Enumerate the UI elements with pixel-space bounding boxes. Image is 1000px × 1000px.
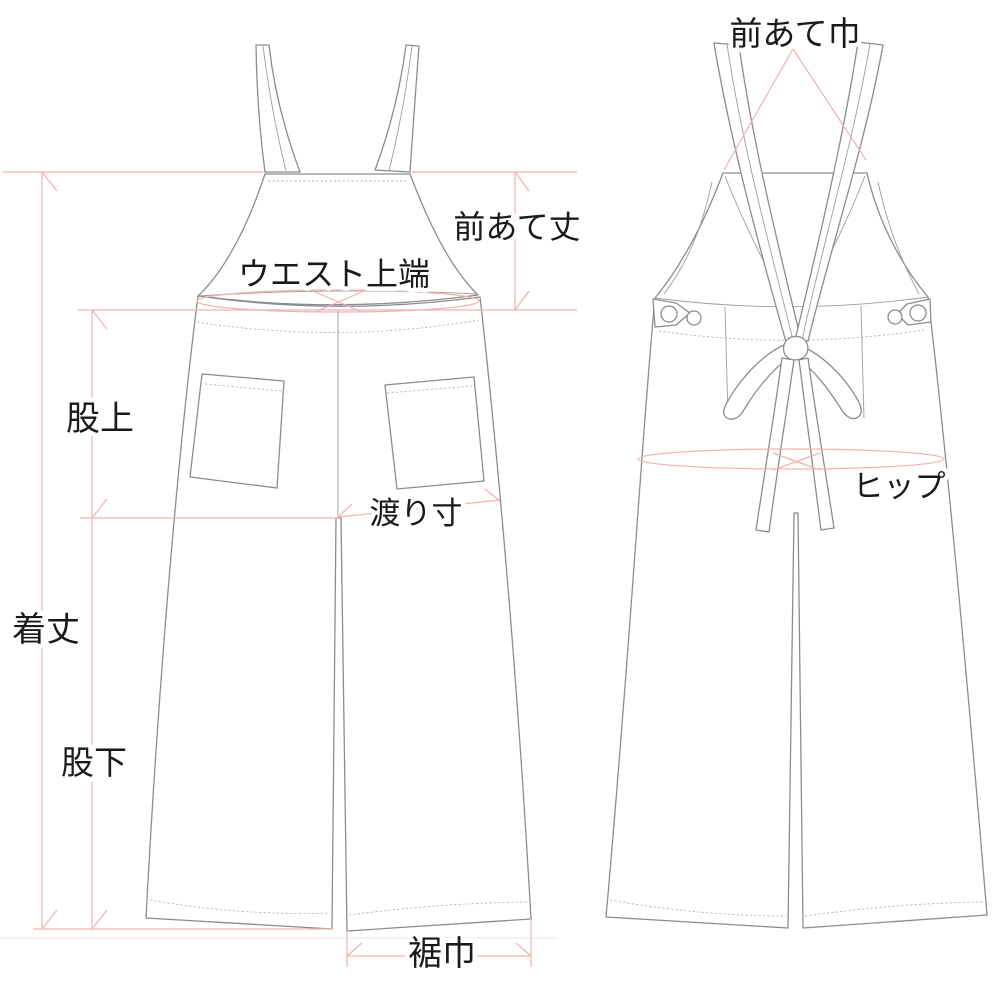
label-hip: ヒップ <box>853 469 946 504</box>
label-hem-width: 裾巾 <box>408 935 476 973</box>
back-right-strap <box>794 41 884 342</box>
tick <box>91 909 108 930</box>
waist-girth-ellipse <box>196 289 480 313</box>
measurement-lines <box>2 48 945 967</box>
front-left-strap-seam <box>262 45 287 172</box>
label-front-bib-width: 前あて巾 <box>729 15 860 52</box>
back-left-tab-button <box>660 305 678 323</box>
back-left-strap-seam <box>726 43 794 341</box>
front-right-strap-seam <box>388 45 413 172</box>
tick <box>41 909 58 930</box>
pointer-bib-width-left <box>723 48 794 171</box>
bow-left-ribbon <box>755 357 795 533</box>
bow-left-loop <box>723 343 792 420</box>
bow-knot <box>782 335 809 361</box>
front-view <box>145 44 532 932</box>
back-right-dart <box>860 305 865 419</box>
tick <box>337 503 353 518</box>
back-right-hem-stitch <box>804 901 984 917</box>
back-left-dart <box>724 306 729 417</box>
label-inseam: 股下 <box>61 744 127 781</box>
hip-girth-ellipse <box>637 448 945 470</box>
tick <box>484 488 501 502</box>
bow-right-ribbon <box>798 357 835 531</box>
tick <box>515 942 532 957</box>
hip-cross-mark <box>772 452 821 471</box>
back-right-strap-seam <box>801 43 871 341</box>
measurement-labels: 前あて巾 前あて丈 ウエスト上端 股上 渡り寸 着丈 股下 裾巾 ヒップ <box>8 11 951 978</box>
back-body <box>605 172 988 929</box>
label-total-length: 着丈 <box>12 611 80 649</box>
pointer-bib-width-right <box>792 48 867 161</box>
back-right-button <box>887 309 903 325</box>
waist-cross-mark <box>314 291 363 313</box>
front-right-pocket-stitch <box>386 385 473 394</box>
tick <box>91 309 108 330</box>
back-left-facing <box>663 181 713 295</box>
tick <box>91 498 108 519</box>
bow-right-loop <box>794 343 862 420</box>
tick <box>514 171 530 192</box>
back-left-button <box>686 310 702 326</box>
tick <box>346 942 363 957</box>
front-left-strap <box>255 44 301 173</box>
front-right-hem-stitch <box>348 901 529 916</box>
label-waist-top-edge: ウエスト上端 <box>238 256 430 292</box>
back-right-facing <box>877 181 920 295</box>
label-thigh-width: 渡り寸 <box>370 496 463 531</box>
back-view <box>605 41 988 929</box>
tick <box>514 290 530 311</box>
back-right-tab-button <box>909 304 927 322</box>
back-left-hem-stitch <box>609 899 787 917</box>
front-left-hem-stitch <box>149 899 331 914</box>
front-right-strap <box>374 44 420 173</box>
label-front-bib-length: 前あて丈 <box>453 209 580 245</box>
dim-line-thigh-width <box>337 499 501 518</box>
front-left-pocket-stitch <box>204 383 282 392</box>
front-right-pocket <box>384 376 485 490</box>
front-left-pocket <box>189 373 285 489</box>
tick <box>41 171 58 192</box>
label-rise: 股上 <box>66 400 134 438</box>
